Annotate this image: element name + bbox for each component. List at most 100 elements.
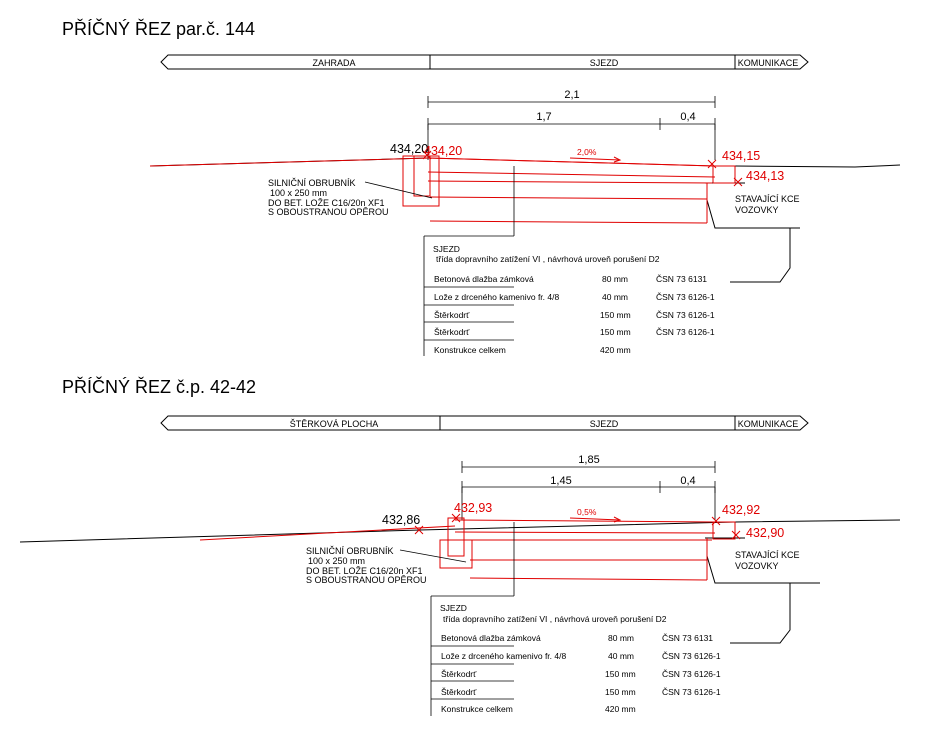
layer-norm: ČSN 73 6131	[656, 274, 707, 284]
layer-thickness: 150 mm	[605, 669, 636, 679]
dimension-left-label: 1,7	[536, 111, 551, 123]
curb-note-line: SILNIČNÍ OBRUBNÍK	[268, 178, 356, 188]
existing-note-line: VOZOVKY	[735, 561, 779, 571]
slope-arrow-line	[569, 517, 621, 521]
layer-norm: ČSN 73 6126-1	[662, 687, 721, 697]
existing-note-line: STAVAJÍCÍ KCE	[735, 550, 800, 560]
curb-right	[712, 521, 736, 540]
layer-line	[427, 180, 713, 184]
curb-note-line: DO BET. LOŽE C16/20n XF1	[268, 198, 385, 208]
curb-note-line: SILNIČNÍ OBRUBNÍK	[306, 546, 394, 556]
level-left-black: 434,20	[390, 142, 428, 156]
section-2-existing-note: STAVAJÍCÍ KCE VOZOVKY	[735, 550, 800, 571]
section-1-layer-table: SJEZD třída dopravního zatížení VI , náv…	[423, 166, 715, 356]
layer-bottom	[469, 577, 708, 581]
level-marker	[422, 150, 432, 160]
layer-thickness: 80 mm	[608, 633, 634, 643]
zone-band-outline	[160, 54, 809, 70]
slope-arrow-head	[613, 156, 622, 163]
pavement-top	[454, 519, 716, 523]
level-right-low: 432,90	[746, 526, 784, 540]
layer-bottom	[429, 220, 708, 224]
slope-label: 2,0%	[577, 147, 597, 157]
layer-name: Štěrkodrť	[434, 327, 470, 337]
section-2-zone-band: ŠTĚRKOVÁ PLOCHA SJEZD KOMUNIKACE	[160, 415, 809, 431]
layer-name: Lože z drceného kamenivo fr. 4/8	[434, 292, 559, 302]
leader-line	[399, 549, 467, 563]
layer-thickness: 150 mm	[600, 327, 631, 337]
level-marker	[414, 525, 424, 535]
section-1-curb-note: SILNIČNÍ OBRUBNÍK 100 x 250 mm DO BET. L…	[268, 178, 433, 217]
design-surface	[149, 157, 716, 167]
layer-norm: ČSN 73 6126-1	[656, 327, 715, 337]
leader-line	[364, 181, 433, 199]
section-1-title: PŘÍČNÝ ŘEZ par.č. 144	[62, 18, 255, 39]
section-2-title: PŘÍČNÝ ŘEZ č.p. 42-42	[62, 376, 256, 397]
slope-label: 0,5%	[577, 507, 597, 517]
layer-thickness: 40 mm	[602, 292, 628, 302]
layer-norm: ČSN 73 6126-1	[656, 310, 715, 320]
curb-left	[413, 155, 431, 197]
level-right-red: 434,15	[722, 149, 760, 163]
layer-thickness: 150 mm	[600, 310, 631, 320]
layer-norm: ČSN 73 6131	[662, 633, 713, 643]
level-marker	[451, 513, 461, 523]
slope-arrow-line	[569, 157, 621, 161]
section-2-design: 0,5%	[199, 507, 741, 581]
layer-name: Betonová dlažba zámková	[434, 274, 534, 284]
level-left-red: 432,93	[454, 501, 492, 515]
curb-note-line: S OBOUSTRANOU OPĚROU	[306, 575, 427, 585]
level-left-red: 434,20	[424, 144, 462, 158]
section-2-layer-table: SJEZD třída dopravního zatížení VI , náv…	[430, 522, 721, 716]
section-1-existing-note: STAVAJÍCÍ KCE VOZOVKY	[735, 194, 800, 215]
layer-name: Lože z drceného kamenivo fr. 4/8	[441, 651, 566, 661]
curb-note-line: S OBOUSTRANOU OPĚROU	[268, 207, 389, 217]
level-right-low: 434,13	[746, 169, 784, 183]
layer-name: Štěrkodrť	[441, 687, 477, 697]
layer-name: Štěrkodrť	[441, 669, 477, 679]
section-2-curb-note: SILNIČNÍ OBRUBNÍK 100 x 250 mm DO BET. L…	[306, 546, 467, 585]
curb-right	[712, 165, 736, 184]
layer-line	[429, 196, 708, 200]
zone-band-outline	[160, 415, 809, 431]
total-label: Konstrukce celkem	[434, 345, 506, 355]
curb-note-line: DO BET. LOŽE C16/20n XF1	[306, 566, 423, 576]
curb-bed	[402, 155, 440, 207]
curb-bed	[439, 539, 473, 569]
dimension-total-label: 2,1	[564, 89, 579, 101]
curb-note-line: 100 x 250 mm	[270, 188, 327, 198]
section-1-dimensions: 2,1 1,7 0,4	[427, 89, 716, 160]
zone-label-middle: SJEZD	[590, 419, 619, 429]
layer-thickness: 150 mm	[605, 687, 636, 697]
zone-label-left: ZAHRADA	[312, 58, 355, 68]
table-title: SJEZD	[433, 244, 460, 254]
level-marker	[731, 530, 741, 540]
pavement-top	[427, 157, 716, 167]
curb-left	[447, 517, 465, 557]
layer-norm: ČSN 73 6126-1	[656, 292, 715, 302]
dimension-total-label: 1,85	[578, 454, 599, 466]
layer-norm: ČSN 73 6126-1	[662, 669, 721, 679]
total-label: Konstrukce celkem	[441, 704, 513, 714]
total-value: 420 mm	[600, 345, 631, 355]
layer-thickness: 80 mm	[602, 274, 628, 284]
zone-label-left: ŠTĚRKOVÁ PLOCHA	[290, 419, 379, 429]
curb-note-line: 100 x 250 mm	[308, 556, 365, 566]
level-right-red: 432,92	[722, 503, 760, 517]
existing-note-line: VOZOVKY	[735, 205, 779, 215]
table-title: SJEZD	[440, 603, 467, 613]
table-subtitle: třída dopravního zatížení VI , návrhová …	[443, 614, 667, 624]
terrain-line-right	[734, 164, 901, 168]
zone-label-middle: SJEZD	[590, 58, 619, 68]
section-2-dimensions: 1,85 1,45 0,4	[461, 454, 716, 520]
section-1-design: 2,0%	[149, 147, 743, 224]
level-marker	[711, 516, 721, 526]
layer-name: Štěrkodrť	[434, 310, 470, 320]
total-value: 420 mm	[605, 704, 636, 714]
section-1-zone-band: ZAHRADA SJEZD KOMUNIKACE	[160, 54, 809, 70]
level-marker	[707, 159, 717, 169]
existing-note-line: STAVAJÍCÍ KCE	[735, 194, 800, 204]
slope-arrow-head	[613, 516, 622, 523]
layer-norm: ČSN 73 6126-1	[662, 651, 721, 661]
